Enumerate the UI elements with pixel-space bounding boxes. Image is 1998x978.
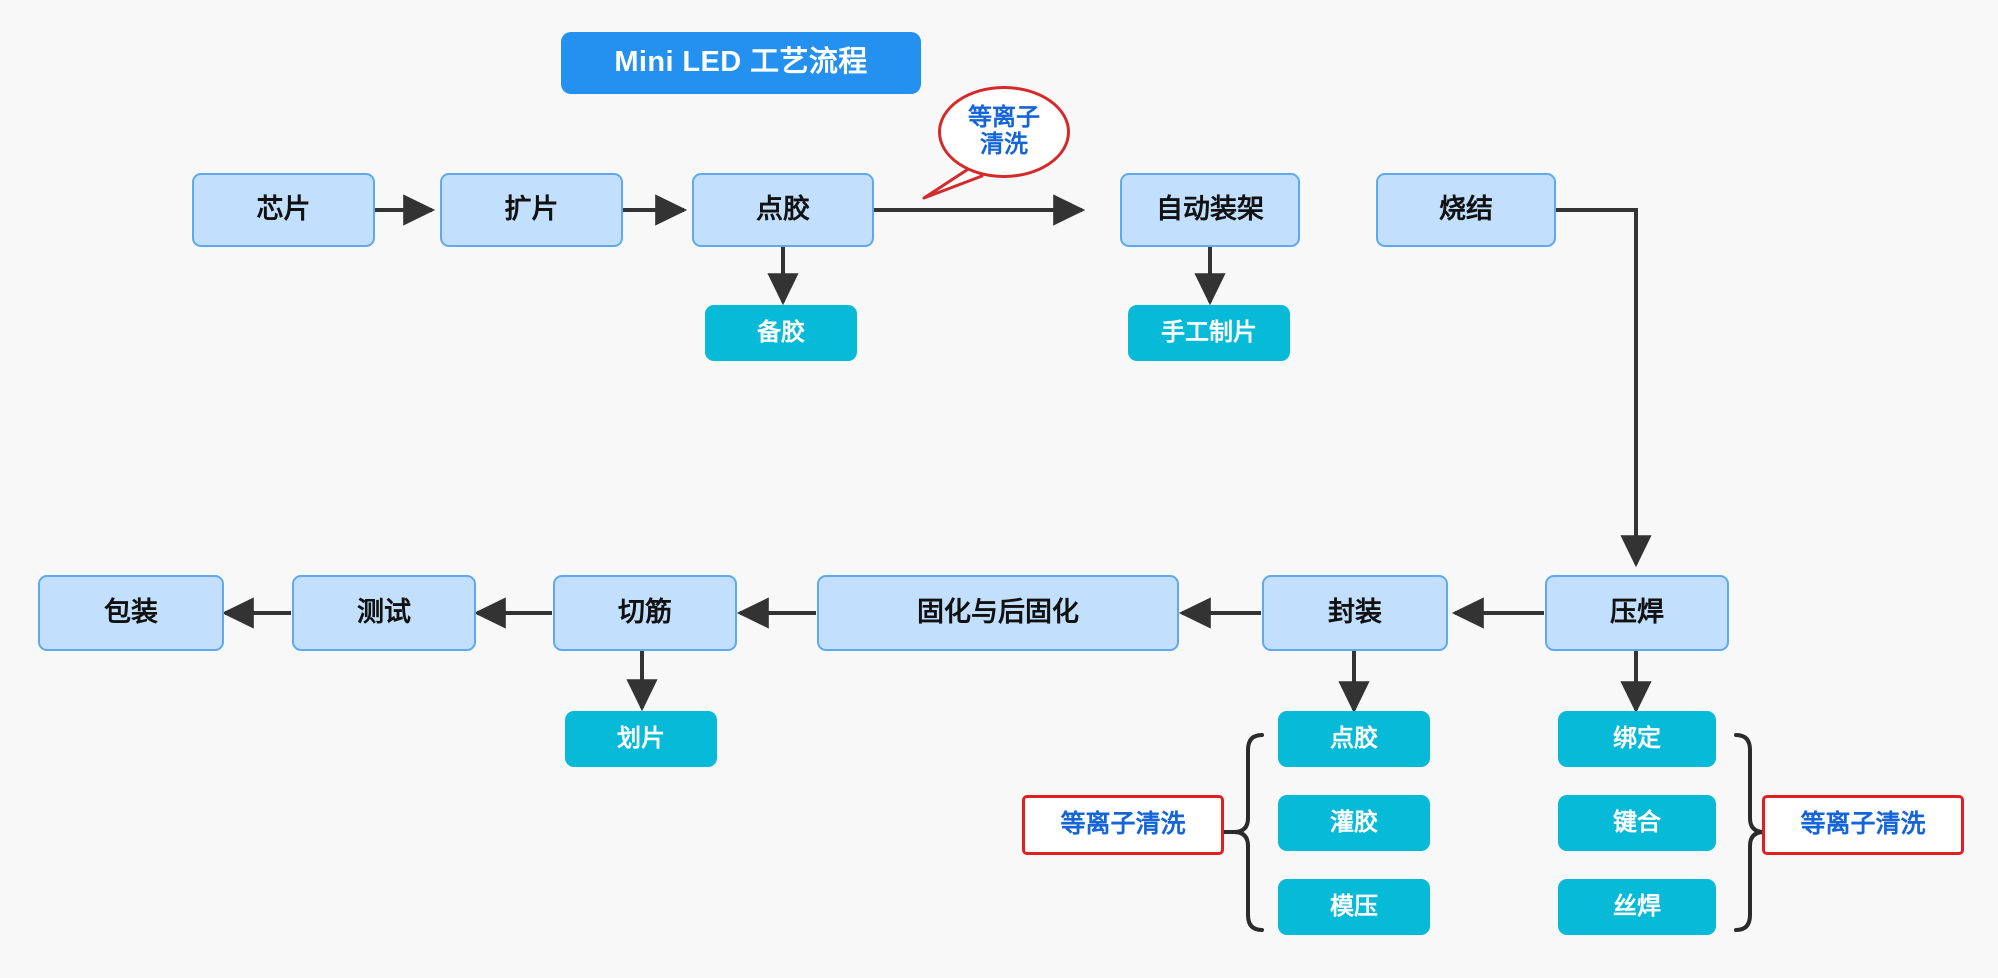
- sub-node-glue-prep[interactable]: 备胶: [705, 305, 857, 361]
- sub-node-enc-dispense[interactable]: 点胶: [1278, 711, 1430, 767]
- process-node-encapsulate[interactable]: 封装: [1262, 575, 1448, 651]
- note-plasma-clean-encapsulate: 等离子清洗: [1022, 795, 1224, 855]
- process-node-bond-weld[interactable]: 压焊: [1545, 575, 1729, 651]
- sub-node-dicing[interactable]: 划片: [565, 711, 717, 767]
- process-node-package[interactable]: 包装: [38, 575, 224, 651]
- callout-text: 等离子 清洗: [938, 86, 1070, 178]
- callout-line-2: 清洗: [980, 131, 1028, 158]
- process-node-expand[interactable]: 扩片: [440, 173, 623, 247]
- process-node-trim[interactable]: 切筋: [553, 575, 737, 651]
- sub-node-bw-bind[interactable]: 绑定: [1558, 711, 1716, 767]
- process-node-cure[interactable]: 固化与后固化: [817, 575, 1179, 651]
- brace-encapsulate-group: [1233, 733, 1264, 932]
- sub-node-enc-pour[interactable]: 灌胶: [1278, 795, 1430, 851]
- brace-bondweld-group: [1734, 733, 1765, 932]
- process-node-chip[interactable]: 芯片: [192, 173, 375, 247]
- process-node-test[interactable]: 测试: [292, 575, 476, 651]
- note-plasma-clean-bondweld: 等离子清洗: [1762, 795, 1964, 855]
- plasma-clean-callout: 等离子 清洗: [922, 86, 1070, 200]
- sub-node-bw-bond[interactable]: 键合: [1558, 795, 1716, 851]
- callout-line-1: 等离子: [968, 104, 1040, 132]
- sub-node-enc-mold[interactable]: 模压: [1278, 879, 1430, 935]
- callout-bubble: [938, 86, 1070, 178]
- diagram-title: Mini LED 工艺流程: [561, 32, 921, 94]
- sub-node-bw-wire[interactable]: 丝焊: [1558, 879, 1716, 935]
- process-node-dispense[interactable]: 点胶: [692, 173, 874, 247]
- sub-node-manual-slice[interactable]: 手工制片: [1128, 305, 1290, 361]
- process-node-auto-mount[interactable]: 自动装架: [1120, 173, 1300, 247]
- arrow-sinter-to-bondweld: [1416, 208, 1652, 568]
- process-node-sinter[interactable]: 烧结: [1376, 173, 1556, 247]
